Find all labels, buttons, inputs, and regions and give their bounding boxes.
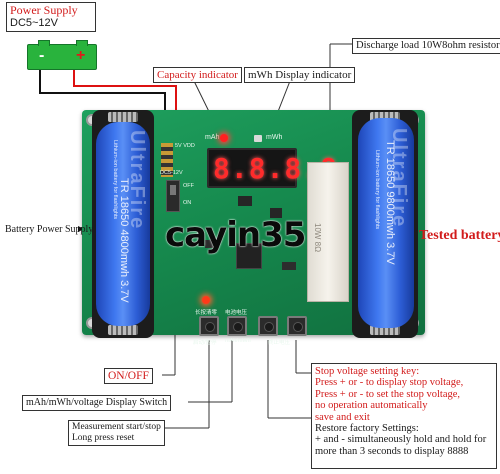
pcb-label-on: ON: [183, 200, 191, 206]
right-battery-small-text: Lithium-ion battery for flashlights: [374, 150, 380, 229]
pcb-label-battery-voltage: 电池电压: [225, 308, 247, 316]
pcb-label-dc: DC5-12V: [160, 170, 183, 176]
pcb-label-mwh: mWh: [266, 134, 282, 141]
pcb-label-mah-mwh: mAh/mWh: [225, 338, 251, 344]
start-stop-button[interactable]: [199, 316, 219, 336]
battery-supply-label: Battery Power Supply: [2, 223, 96, 237]
plus-button[interactable]: [287, 316, 307, 336]
pcb-label-off: OFF: [183, 183, 194, 189]
stop-line: Stop voltage setting key:: [315, 366, 493, 377]
pcb-label-start: 启动/暂停: [193, 338, 217, 346]
smd-component: [282, 262, 296, 270]
pcb-label-stop-voltage: 终止电压: [268, 338, 290, 346]
stop-line: no operation automatically: [315, 400, 493, 411]
onoff-label: ON/OFF: [104, 368, 153, 384]
seven-segment-display: 8.8.8.8: [207, 148, 297, 188]
power-battery-icon: - +: [27, 44, 97, 70]
watermark-text: cayin35: [165, 215, 305, 255]
measurement-line-1: Measurement start/stop: [72, 422, 161, 433]
mwh-led: [254, 135, 262, 142]
pcb-label-mah: mAh: [205, 134, 219, 141]
pcb-label-vdd: 5V VDD: [175, 143, 195, 149]
power-supply-label: Power Supply DC5~12V: [6, 2, 96, 32]
holder-spring: [108, 112, 138, 122]
power-supply-voltage: DC5~12V: [10, 17, 92, 30]
restore-line: + and - simultaneously hold and hold for: [315, 434, 493, 445]
discharge-resistor: 10W 8Ω: [307, 162, 349, 302]
discharge-load-label: Discharge load 10W8ohm resistor: [352, 38, 500, 54]
minus-terminal: -: [39, 47, 44, 65]
pcb-label-long-press: 长按清零: [195, 308, 217, 316]
display-switch-label: mAh/mWh/voltage Display Switch: [22, 395, 171, 411]
holder-spring: [108, 325, 138, 335]
left-battery-label: TR 18650 4800mwh 3.7V: [118, 178, 130, 303]
display-switch-button[interactable]: [227, 316, 247, 336]
restore-line: Restore factory Settings:: [315, 423, 493, 434]
measurement-label: Measurement start/stop Long press reset: [68, 420, 165, 446]
status-led: [202, 296, 210, 304]
smd-component: [238, 196, 252, 206]
stop-line: Press + or - to set the stop voltage,: [315, 389, 493, 400]
stop-line: Press + or - to display stop voltage,: [315, 377, 493, 388]
power-supply-title: Power Supply: [10, 4, 92, 17]
minus-button[interactable]: [258, 316, 278, 336]
mwh-indicator-label: mWh Display indicator: [244, 67, 355, 83]
capacity-led: [220, 134, 228, 142]
restore-line: more than 3 seconds to display 8888: [315, 446, 493, 457]
plus-terminal: +: [76, 47, 85, 65]
power-switch[interactable]: [166, 180, 180, 212]
resistor-marking: 10W 8Ω: [313, 223, 322, 252]
stop-voltage-info-box: Stop voltage setting key: Press + or - t…: [311, 363, 497, 469]
measurement-line-2: Long press reset: [72, 433, 161, 444]
right-battery-label: TR 18650 9800mwh 3.7V: [384, 140, 396, 265]
capacity-indicator-label: Capacity indicator: [153, 67, 242, 83]
tested-battery-label: Tested battery: [416, 229, 500, 243]
stop-line: save and exit: [315, 412, 493, 423]
